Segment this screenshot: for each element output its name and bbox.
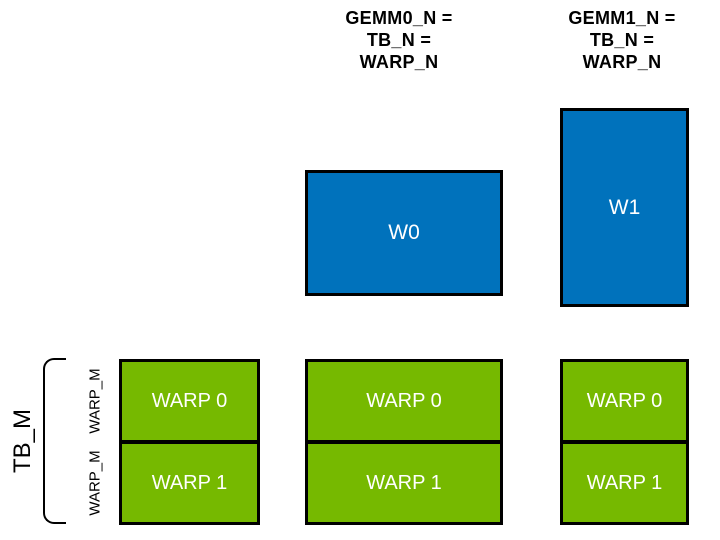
gemm0-header-line2: TB_N = [366,30,432,50]
warp1-col2-label: WARP 1 [366,471,442,494]
gemm1-header-line1: GEMM1_N = [568,8,676,28]
warp0-col1-label: WARP 0 [151,389,228,412]
warp-tile-w1-label: W1 [608,195,641,219]
gemm1-header-line2: TB_N = [589,30,655,50]
warp0-col2-label: WARP 0 [366,389,442,412]
warp1-col1-label: WARP 1 [151,471,228,494]
warp-tile-w0-label: W0 [388,221,420,244]
gemm1-header-line3: WARP_N [582,52,662,72]
tb-m-bracket [43,358,66,524]
warp-m-label-top: WARP_M [86,368,104,434]
threadblock-column-2: WARP 0 WARP 1 [305,359,503,525]
warp0-tile-col1: WARP 0 [119,359,260,443]
gemm0-header-line1: GEMM0_N = [345,8,453,28]
threadblock-column-1: WARP 0 WARP 1 [119,359,260,525]
warp1-tile-col2: WARP 1 [305,441,503,525]
gemm0-header-line3: WARP_N [359,52,439,72]
warp-tile-w0: W0 [305,170,503,296]
warp1-tile-col3: WARP 1 [560,441,689,525]
warp-tile-w1: W1 [560,108,689,307]
tb-m-label: TB_M [9,408,36,474]
warp0-tile-col3: WARP 0 [560,359,689,443]
warp0-tile-col2: WARP 0 [305,359,503,443]
threadblock-column-3: WARP 0 WARP 1 [560,359,689,525]
warp1-tile-col1: WARP 1 [119,441,260,525]
gemm1-column-header: GEMM1_N = TB_N = WARP_N [522,7,720,73]
gemm0-column-header: GEMM0_N = TB_N = WARP_N [299,7,499,73]
warp1-col3-label: WARP 1 [586,471,663,494]
warp-m-label-bottom: WARP_M [86,450,104,516]
warp0-col3-label: WARP 0 [586,389,663,412]
